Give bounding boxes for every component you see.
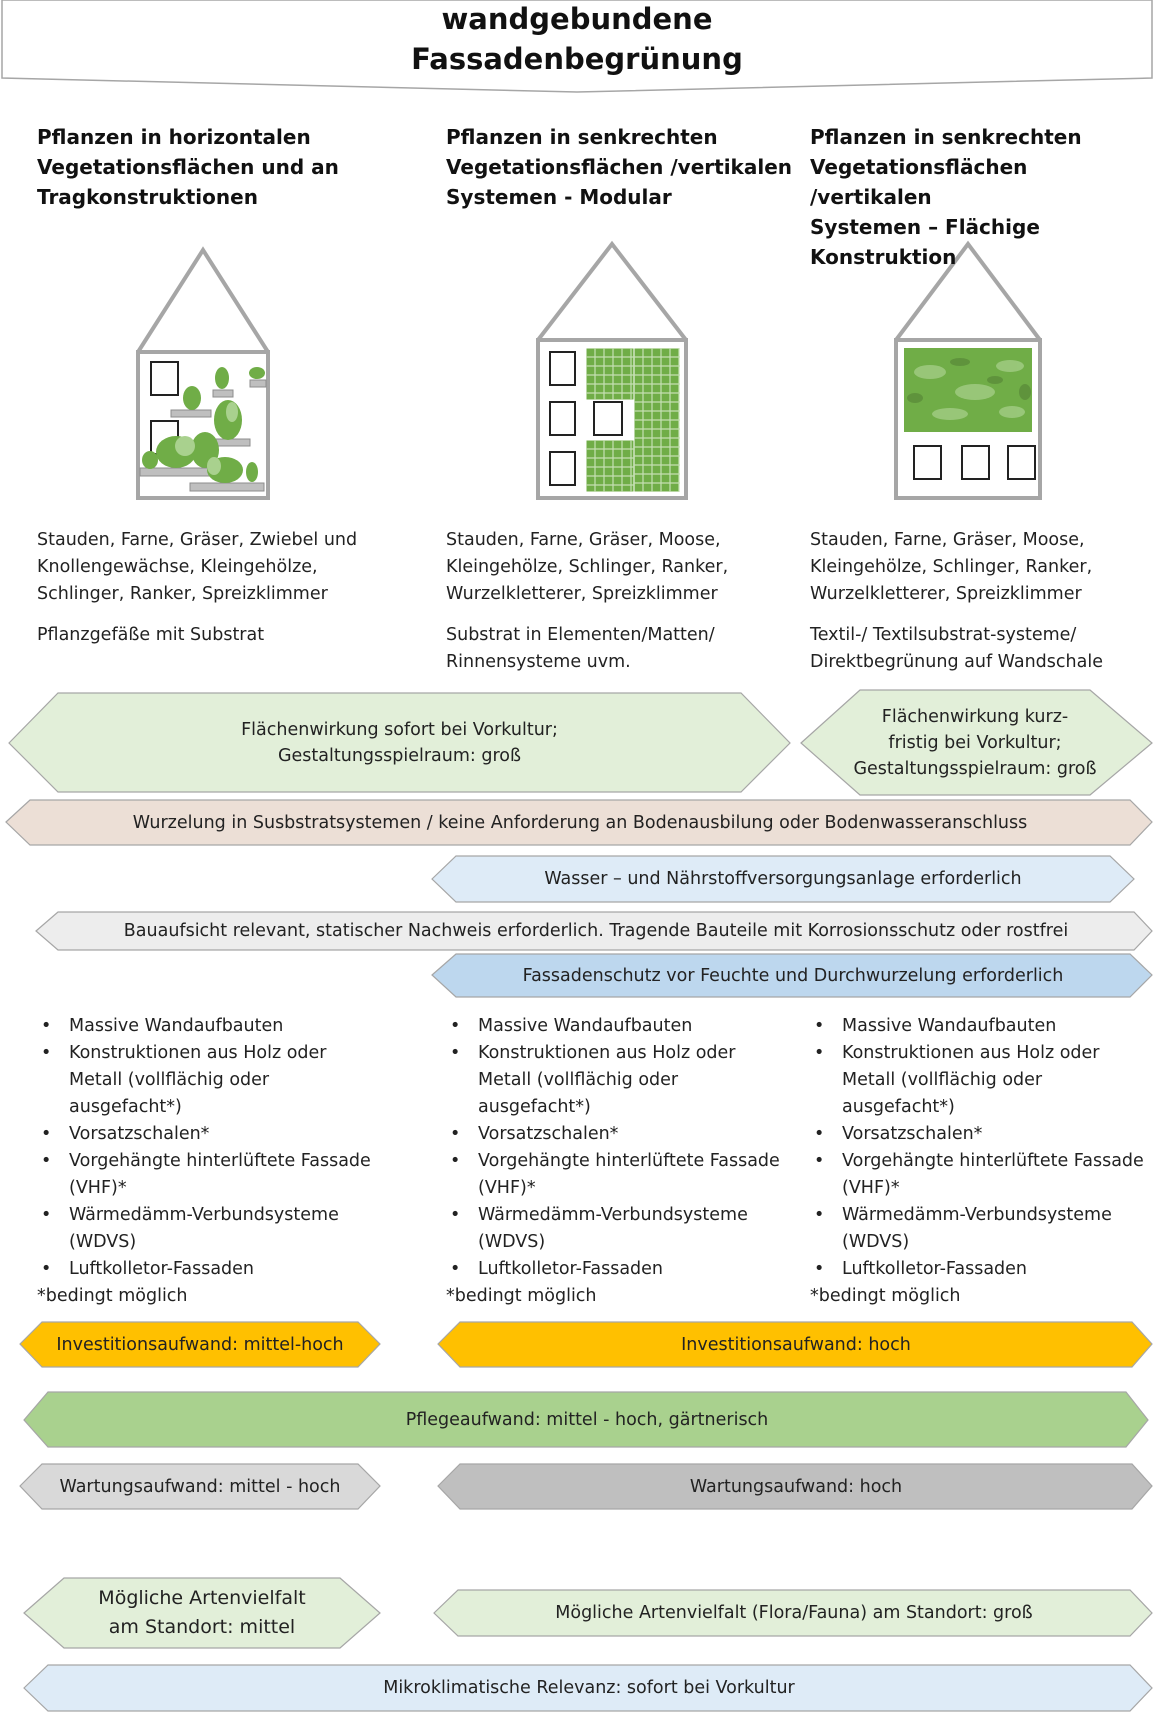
bar-text-wartung-a: Wartungsaufwand: mittel - hoch bbox=[59, 1476, 341, 1497]
list-item: Vorgehängte hinterlüftete Fassade (VHF)* bbox=[810, 1148, 1150, 1202]
list-item: Massive Wandaufbauten bbox=[37, 1013, 377, 1040]
list-item: Luftkolletor-Fassaden bbox=[810, 1256, 1150, 1283]
bar-text-wasser: Wasser – und Nährstoffversorgungsanlage … bbox=[544, 869, 1022, 889]
list-item: Konstruktionen aus Holz oder Metall (vol… bbox=[446, 1040, 786, 1121]
plants-flat: Stauden, Farne, Gräser, Moose,Kleingehöl… bbox=[810, 530, 1093, 604]
list-item: Luftkolletor-Fassaden bbox=[446, 1256, 786, 1283]
bar-invest-b bbox=[437, 1321, 1153, 1368]
bar-text-invest-b: Investitionsaufwand: hoch bbox=[681, 1334, 911, 1355]
wall-list-flat: Massive Wandaufbauten Konstruktionen aus… bbox=[810, 1013, 1150, 1283]
wall-list-horizontal: Massive Wandaufbauten Konstruktionen aus… bbox=[37, 1013, 377, 1283]
title-banner bbox=[1, 0, 1153, 93]
bar-wasser bbox=[431, 855, 1135, 903]
bar-text-arten-b: Mögliche Artenvielfalt (Flora/Fauna) am … bbox=[555, 1603, 1033, 1623]
house-icon-horizontal bbox=[136, 246, 270, 500]
substrate-horizontal: Pflanzgefäße mit Substrat bbox=[37, 625, 265, 645]
bar-flaechenwirkung-a bbox=[8, 692, 791, 793]
bar-bauaufsicht bbox=[35, 911, 1153, 951]
list-item: Wärmedämm-Verbundsysteme (WDVS) bbox=[446, 1202, 786, 1256]
bar-mikro bbox=[23, 1664, 1153, 1712]
bar-wartung-a bbox=[19, 1463, 381, 1510]
list-item: Wärmedämm-Verbundsysteme (WDVS) bbox=[37, 1202, 377, 1256]
bar-fassadenschutz bbox=[431, 953, 1153, 998]
bar-arten-b bbox=[433, 1589, 1153, 1637]
list-item: Luftkolletor-Fassaden bbox=[37, 1256, 377, 1283]
bar-invest-a bbox=[19, 1321, 381, 1368]
wall-list-modular: Massive Wandaufbauten Konstruktionen aus… bbox=[446, 1013, 786, 1283]
bar-text-mikro: Mikroklimatische Relevanz: sofort bei Vo… bbox=[383, 1678, 795, 1698]
list-item: Vorgehängte hinterlüftete Fassade (VHF)* bbox=[37, 1148, 377, 1202]
bar-text-wartung-b: Wartungsaufwand: hoch bbox=[689, 1476, 903, 1497]
list-item: Vorsatzschalen* bbox=[37, 1121, 377, 1148]
bar-text-invest-a: Investitionsaufwand: mittel-hoch bbox=[56, 1334, 344, 1355]
list-item: Massive Wandaufbauten bbox=[446, 1013, 786, 1040]
bar-text-fassadenschutz: Fassadenschutz vor Feuchte und Durchwurz… bbox=[522, 965, 1064, 986]
title-line-2: Fassadenbegrünung bbox=[411, 42, 743, 76]
bar-wartung-b bbox=[437, 1463, 1153, 1510]
bar-arten-a bbox=[23, 1577, 381, 1649]
list-item: Vorgehängte hinterlüftete Fassade (VHF)* bbox=[446, 1148, 786, 1202]
list-item: Konstruktionen aus Holz oder Metall (vol… bbox=[37, 1040, 377, 1121]
footnote-modular: *bedingt möglich bbox=[446, 1286, 597, 1306]
bar-wurzelung bbox=[5, 799, 1153, 846]
substrate-flat: Textil-/ Textilsubstrat-systeme/Direktbe… bbox=[810, 625, 1103, 672]
bar-text-flaechenwirkung-b: Flächenwirkung kurz-fristig bei Vorkultu… bbox=[853, 706, 1097, 779]
list-item: Vorsatzschalen* bbox=[810, 1121, 1150, 1148]
bar-text-bauaufsicht: Bauaufsicht relevant, statischer Nachwei… bbox=[123, 921, 1069, 941]
footnote-horizontal: *bedingt möglich bbox=[37, 1286, 188, 1306]
list-item: Massive Wandaufbauten bbox=[810, 1013, 1150, 1040]
bar-flaechenwirkung-b bbox=[800, 689, 1153, 796]
bar-text-flaechenwirkung-a: Flächenwirkung sofort bei Vorkultur;Gest… bbox=[241, 719, 558, 766]
plants-modular: Stauden, Farne, Gräser, Moose,Kleingehöl… bbox=[446, 530, 729, 604]
bar-text-wurzelung: Wurzelung in Susbstratsystemen / keine A… bbox=[132, 812, 1028, 833]
house-icon-flat bbox=[894, 240, 1042, 500]
house-icon-modular bbox=[536, 240, 688, 500]
bar-text-pflege: Pflegeaufwand: mittel - hoch, gärtnerisc… bbox=[405, 1409, 769, 1430]
list-item: Vorsatzschalen* bbox=[446, 1121, 786, 1148]
list-item: Konstruktionen aus Holz oder Metall (vol… bbox=[810, 1040, 1150, 1121]
bar-pflege bbox=[23, 1391, 1149, 1448]
list-item: Wärmedämm-Verbundsysteme (WDVS) bbox=[810, 1202, 1150, 1256]
substrate-modular: Substrat in Elementen/Matten/Rinnensyste… bbox=[446, 625, 715, 672]
footnote-flat: *bedingt möglich bbox=[810, 1286, 961, 1306]
title-line-1: wandgebundene bbox=[441, 2, 713, 36]
